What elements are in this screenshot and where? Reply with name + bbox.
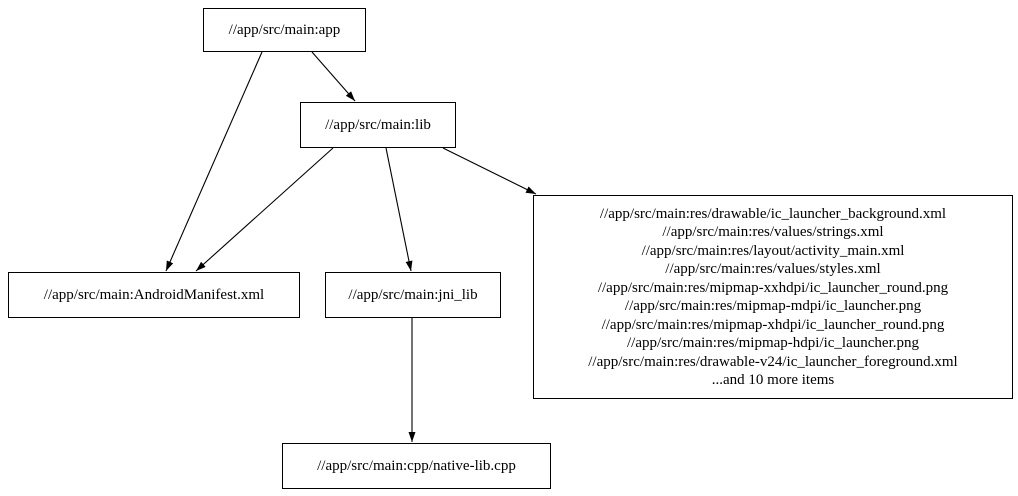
- res-item: //app/src/main:res/layout/activity_main.…: [641, 242, 905, 259]
- node-lib-label: //app/src/main:lib: [325, 116, 431, 133]
- edge-app-to-lib: [311, 51, 356, 102]
- node-jni-lib: //app/src/main:jni_lib: [325, 272, 501, 318]
- edge-app-to-androidmanifest: [165, 51, 263, 272]
- res-item: //app/src/main:res/mipmap-hdpi/ic_launch…: [626, 335, 919, 351]
- res-item: //app/src/main:res/values/styles.xml: [665, 261, 881, 277]
- res-item: //app/src/main:res/mipmap-mdpi/ic_launch…: [624, 298, 922, 314]
- edge-lib-to-resgroup: [442, 147, 537, 195]
- edge-lib-to-jnilib: [385, 147, 413, 272]
- node-app: //app/src/main:app: [203, 8, 366, 52]
- node-app-label: //app/src/main:app: [228, 21, 341, 38]
- node-lib: //app/src/main:lib: [300, 102, 456, 148]
- node-android-manifest: //app/src/main:AndroidManifest.xml: [8, 272, 300, 318]
- res-item: //app/src/main:res/mipmap-xhdpi/ic_launc…: [601, 316, 945, 333]
- res-item: //app/src/main:res/drawable-v24/ic_launc…: [588, 353, 958, 370]
- node-android-manifest-label: //app/src/main:AndroidManifest.xml: [43, 286, 265, 303]
- edge-lib-to-androidmanifest: [195, 147, 334, 272]
- res-more-items: ...and 10 more items: [711, 372, 835, 388]
- node-jni-lib-label: //app/src/main:jni_lib: [348, 286, 478, 303]
- node-native-lib-cpp-label: //app/src/main:cpp/native-lib.cpp: [317, 457, 516, 474]
- res-item: //app/src/main:res/mipmap-xxhdpi/ic_laun…: [597, 279, 949, 296]
- res-item: //app/src/main:res/values/strings.xml: [662, 224, 884, 240]
- node-res-group: //app/src/main:res/drawable/ic_launcher_…: [533, 195, 1013, 399]
- node-native-lib-cpp: //app/src/main:cpp/native-lib.cpp: [282, 443, 551, 489]
- res-item: //app/src/main:res/drawable/ic_launcher_…: [599, 205, 947, 222]
